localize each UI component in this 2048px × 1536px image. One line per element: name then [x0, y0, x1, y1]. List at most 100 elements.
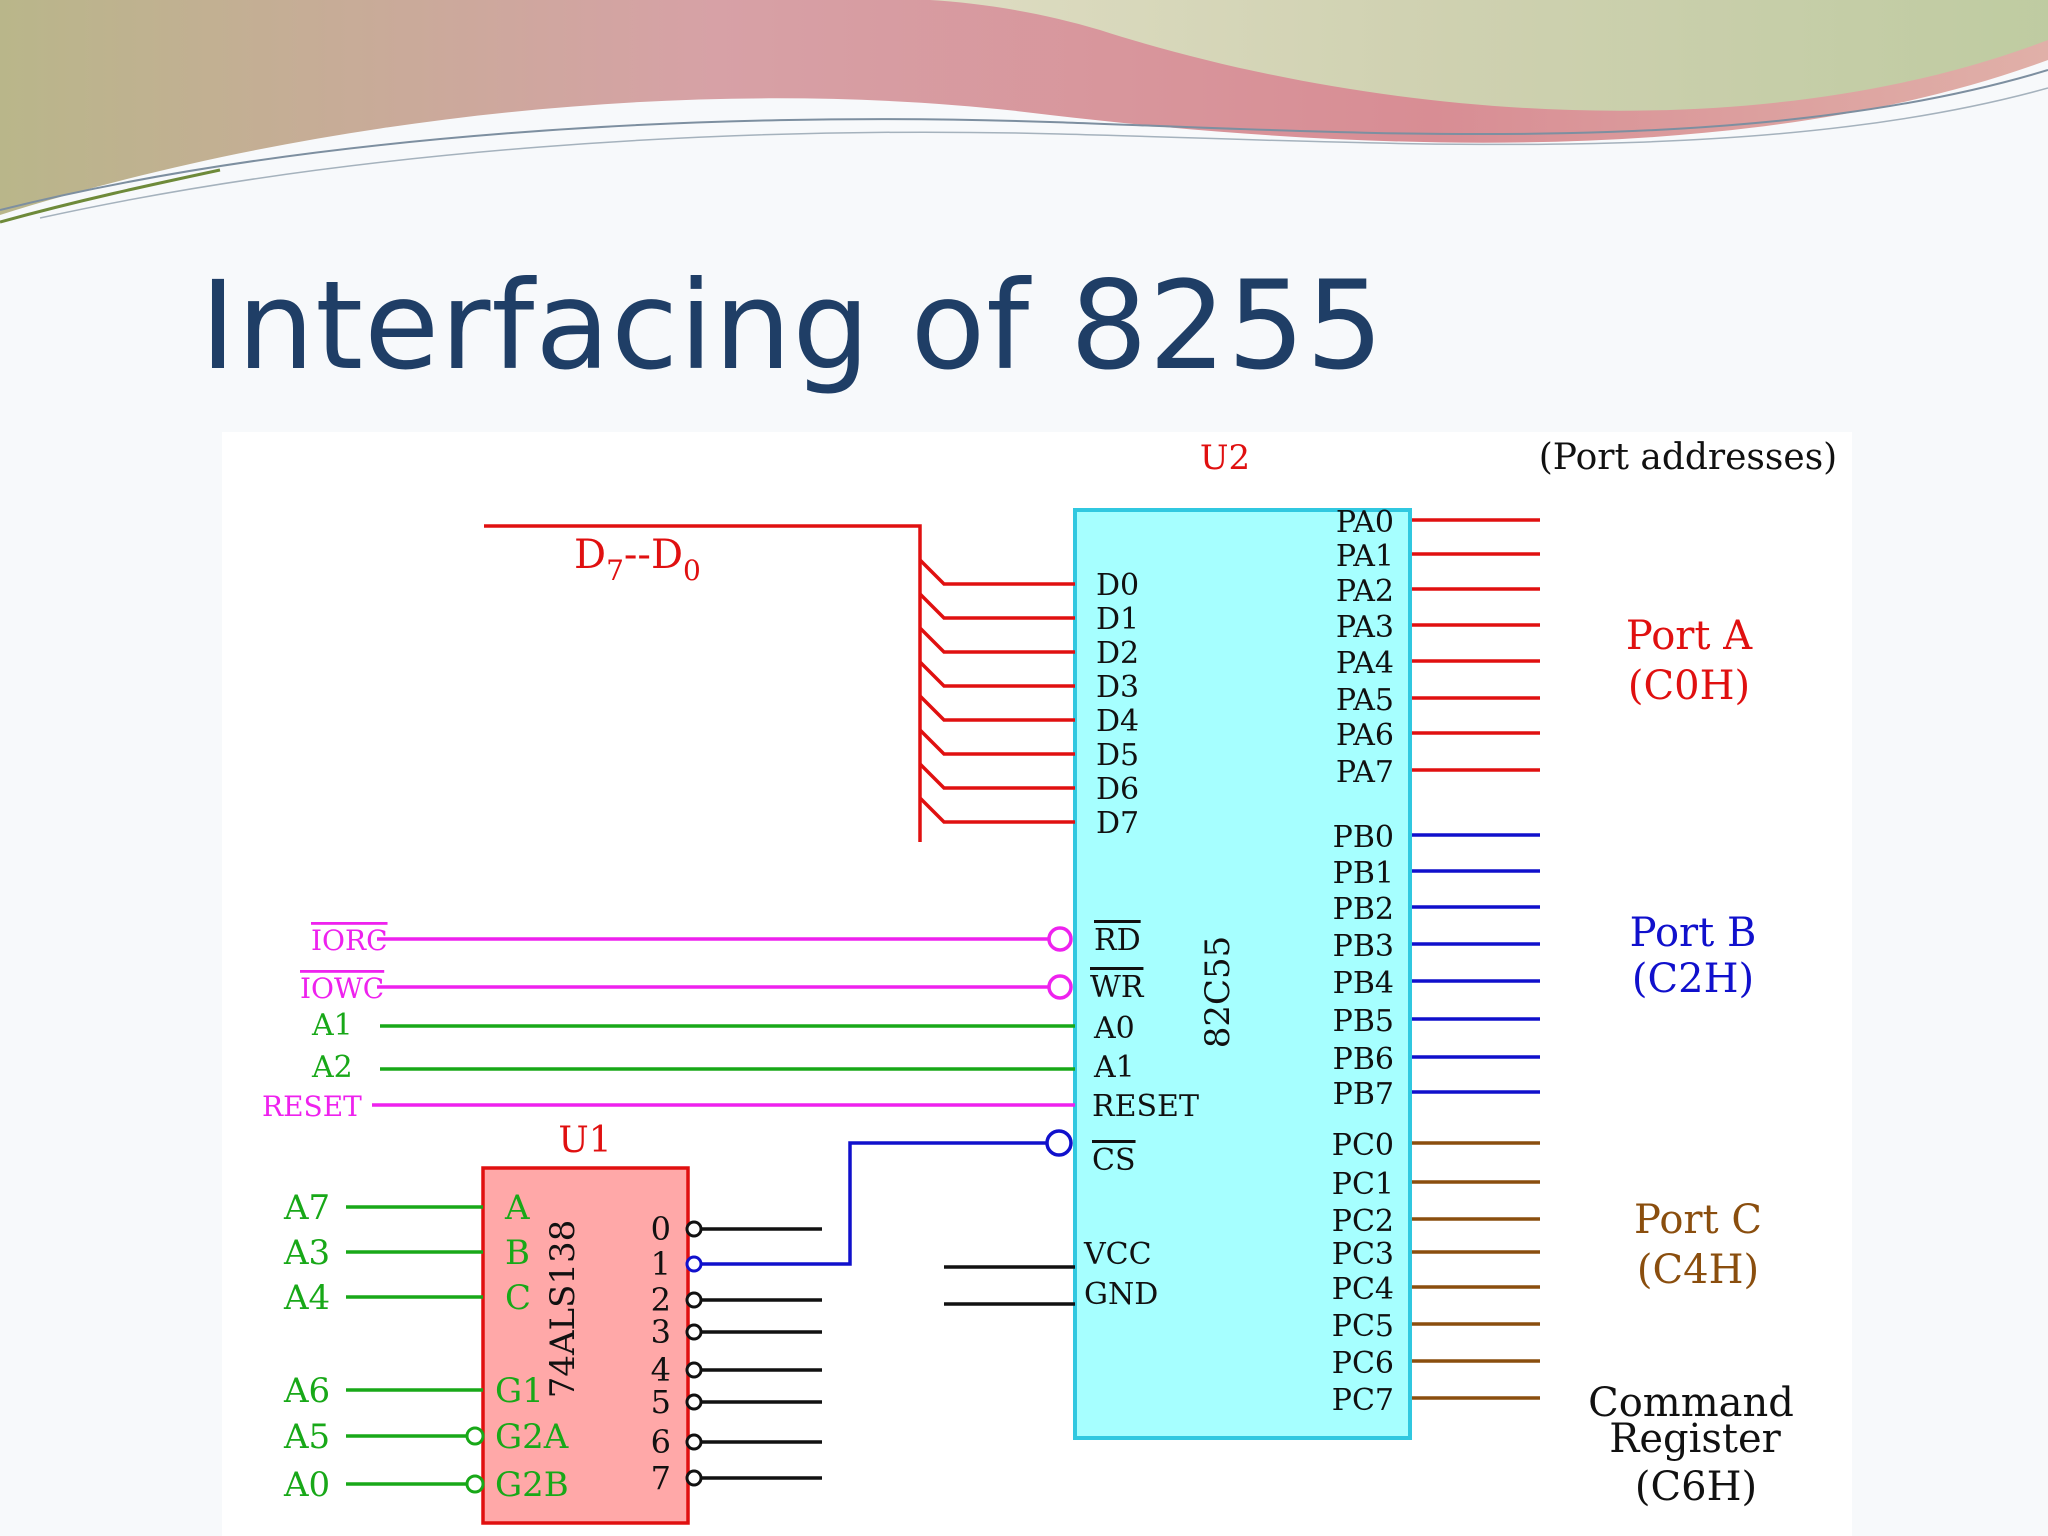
port-b-name: Port B — [1630, 910, 1757, 956]
data-bus-label-main-2: D — [651, 532, 683, 578]
decoder-input-signal-a7: A7 — [283, 1188, 330, 1228]
command-register-line1: Command — [1588, 1380, 1794, 1426]
u1-pin-c: C — [505, 1278, 531, 1318]
slide-title: Interfacing of 8255 — [200, 255, 1385, 397]
u1-part-label: 74ALS138 — [543, 1220, 583, 1399]
u2-pin-pc7: PC7 — [1332, 1383, 1394, 1418]
u2-gnd-pin: GND — [1084, 1277, 1158, 1312]
u1-pin-g1: G1 — [495, 1371, 544, 1411]
data-bus-branch-d6 — [918, 762, 1075, 790]
data-bus-branch-d3 — [918, 660, 1075, 688]
u2-a1-pin: A1 — [1093, 1050, 1135, 1085]
port-pin-wires — [1412, 518, 1540, 1400]
cs-inversion-bubble — [1045, 1129, 1073, 1157]
command-register-line2: Register — [1609, 1416, 1781, 1462]
port-a-address: (C0H) — [1628, 663, 1750, 709]
u1-output-label-6: 6 — [651, 1423, 671, 1461]
u2-pin-pa6: PA6 — [1336, 718, 1394, 753]
data-bus-label-sub-hi: 7 — [606, 554, 624, 587]
u2-data-pin-d1: D1 — [1096, 602, 1139, 637]
data-bus-branch-d5 — [918, 728, 1075, 756]
data-bus-label-main: D — [574, 532, 606, 578]
a2-signal-label: A2 — [311, 1050, 353, 1085]
u2-pin-pb2: PB2 — [1333, 892, 1394, 927]
chip-select-line — [694, 1141, 1054, 1266]
u2-part-label: 82C55 — [1198, 936, 1238, 1049]
u1-ref-label: U1 — [558, 1120, 611, 1161]
u1-pin-g2a: G2A — [495, 1417, 569, 1457]
u2-port-pin-labels: PA0PA1PA2PA3PA4PA5PA6PA7PB0PB1PB2PB3PB4P… — [1332, 505, 1394, 1418]
u1-output-5-bubble — [685, 1393, 703, 1411]
decoder-input-signal-a5: A5 — [283, 1417, 330, 1457]
u1-output-label-2: 2 — [651, 1281, 671, 1319]
command-register-address: (C6H) — [1635, 1464, 1757, 1510]
reset-signal-label: RESET — [262, 1090, 362, 1123]
u2-pin-pc0: PC0 — [1332, 1128, 1394, 1163]
data-bus-label-sep: -- — [624, 532, 651, 578]
u2-pin-pa0: PA0 — [1336, 505, 1394, 540]
data-bus-branch-d4 — [918, 694, 1075, 722]
decoder-input-signal-a4: A4 — [283, 1278, 330, 1318]
u2-data-pin-d4: D4 — [1096, 704, 1139, 739]
u1-output-1-bubble — [685, 1255, 703, 1273]
u2-a0-pin: A0 — [1093, 1011, 1135, 1046]
u2-pin-pa5: PA5 — [1336, 683, 1394, 718]
port-addresses-heading: (Port addresses) — [1539, 437, 1837, 478]
u1-output-2-bubble — [685, 1291, 703, 1309]
u2-pin-pa4: PA4 — [1336, 646, 1394, 681]
wr-inversion-bubble — [1047, 974, 1073, 1000]
u2-pin-pb4: PB4 — [1333, 966, 1394, 1001]
u1-output-6-bubble — [685, 1433, 703, 1451]
decoder-input-signal-a6: A6 — [283, 1371, 330, 1411]
u2-chip-body — [1073, 508, 1412, 1440]
data-bus-branch-d7 — [918, 796, 1075, 824]
u2-wr-pin: WR — [1090, 970, 1145, 1005]
u2-pin-pa2: PA2 — [1336, 574, 1394, 609]
u2-pin-pc4: PC4 — [1332, 1272, 1394, 1307]
u2-data-pin-d7: D7 — [1096, 806, 1139, 841]
u1-output-4-bubble — [685, 1361, 703, 1379]
u1-pin-g2b: G2B — [495, 1465, 569, 1505]
a1-signal-label: A1 — [311, 1008, 353, 1043]
u2-pin-pc5: PC5 — [1332, 1309, 1394, 1344]
u1-output-label-3: 3 — [651, 1313, 671, 1351]
u2-pin-pb0: PB0 — [1333, 820, 1394, 855]
u2-pin-pb3: PB3 — [1333, 929, 1394, 964]
u2-reset-pin: RESET — [1092, 1089, 1199, 1124]
u2-rd-pin: RD — [1094, 923, 1141, 958]
u2-pin-pb5: PB5 — [1333, 1004, 1394, 1039]
port-c-name: Port C — [1634, 1197, 1762, 1243]
u1-output-label-4: 4 — [651, 1351, 671, 1389]
u2-pin-pb6: PB6 — [1333, 1042, 1394, 1077]
u1-output-label-5: 5 — [651, 1383, 671, 1421]
u2-pin-pb7: PB7 — [1333, 1077, 1394, 1112]
u2-pin-pa1: PA1 — [1336, 539, 1394, 574]
u2-ref-label: U2 — [1200, 438, 1250, 478]
decoder-g2a-bubble — [465, 1426, 485, 1446]
data-bus-label-sub-lo: 0 — [683, 554, 701, 587]
rd-inversion-bubble — [1047, 926, 1073, 952]
data-bus-branch-d0 — [918, 558, 1075, 586]
u2-data-pin-d5: D5 — [1096, 738, 1139, 773]
u2-cs-pin: CS — [1092, 1143, 1136, 1178]
iowc-label: IOWC — [300, 972, 384, 1005]
u2-data-pin-d3: D3 — [1096, 670, 1139, 705]
u1-output-label-7: 7 — [651, 1459, 671, 1497]
u2-data-pin-d6: D6 — [1096, 772, 1139, 807]
u1-output-label-1: 1 — [651, 1245, 671, 1283]
header-wave-decoration — [0, 0, 2048, 224]
u1-pin-a: A — [504, 1188, 530, 1228]
iorc-label: IORC — [311, 924, 388, 957]
port-a-name: Port A — [1626, 613, 1753, 659]
u2-pin-pc1: PC1 — [1332, 1167, 1394, 1202]
data-bus-branch-d1 — [918, 592, 1075, 620]
decoder-input-signal-a3: A3 — [283, 1233, 330, 1273]
u2-pin-pa7: PA7 — [1336, 755, 1394, 790]
u2-data-pin-d0: D0 — [1096, 568, 1139, 603]
u2-pin-pc6: PC6 — [1332, 1346, 1394, 1381]
